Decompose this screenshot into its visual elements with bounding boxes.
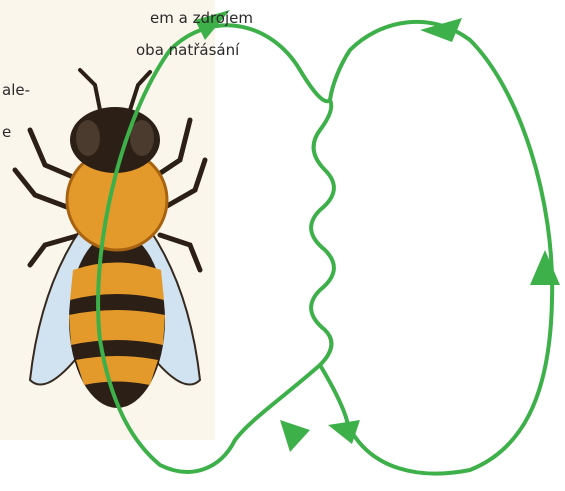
- bee-eye-right: [130, 120, 154, 156]
- arrowhead-bottom-left: [280, 420, 310, 452]
- bee-eye-left: [76, 120, 100, 156]
- bee-abdomen: [69, 232, 165, 408]
- right-return-loop: [320, 22, 552, 474]
- caption-line-1: em a zdrojem: [150, 8, 253, 28]
- waggle-run: [311, 100, 334, 365]
- arrowhead-right-up: [530, 250, 560, 285]
- direction-arrows: [195, 10, 560, 452]
- caption-line-3: ale-: [2, 80, 30, 100]
- caption-line-2: oba natřásání: [136, 40, 239, 60]
- caption-line-4: e: [2, 122, 11, 142]
